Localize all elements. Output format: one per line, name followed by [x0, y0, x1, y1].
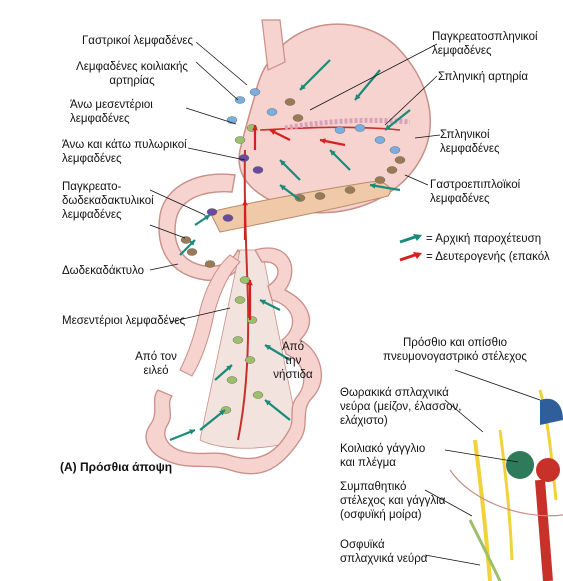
drainage-arrowhead: [247, 280, 253, 286]
drainage-arrowhead: [252, 125, 258, 131]
lymph-node: [294, 194, 306, 202]
label-duodenum: Δωδεκαδάκτυλο: [62, 265, 145, 277]
lymph-node: [284, 98, 296, 106]
drainage-arrowhead: [189, 240, 195, 246]
drainage-arrowhead: [265, 345, 271, 351]
drainage-arrowhead: [280, 185, 286, 191]
lymph-node: [244, 356, 256, 364]
drainage-arrow: [199, 409, 226, 431]
vertebra-blue: [540, 398, 563, 425]
primary-arrow-icon: [399, 234, 422, 244]
lymph-node: [206, 208, 218, 216]
lymph-node: [394, 156, 406, 164]
label-mesenteric-nodes: Μεσεντέριοι λεμφαδένες: [62, 315, 186, 327]
lymph-node: [334, 126, 346, 134]
leader-lines: [149, 41, 541, 566]
figure-caption: (A) Πρόσθια άποψη: [60, 460, 173, 474]
aorta-column: [535, 479, 553, 581]
drainage-arrowhead: [370, 183, 376, 189]
lymph-node: [239, 276, 251, 284]
secondary-arrow-icon: [399, 252, 422, 262]
drainage-arrowhead: [385, 124, 391, 130]
lymph-node: [252, 166, 264, 174]
drainage-arrowhead: [330, 150, 336, 156]
drainage-arrowhead: [270, 129, 276, 135]
splenic-artery-band: [284, 117, 411, 131]
drainage-arrow: [384, 109, 411, 131]
lymph-node: [246, 316, 258, 324]
lymph-node: [314, 192, 326, 200]
thoracic-nerve-1: [473, 439, 492, 581]
lymph-node: [374, 136, 386, 144]
legend-primary: = Αρχική παροχέτευση: [398, 232, 541, 246]
aorta-bottom: [536, 458, 560, 482]
drainage-arrowhead: [320, 138, 326, 144]
drainage-arrow: [299, 59, 331, 91]
lymph-node: [222, 214, 234, 222]
label-splenic-artery: Σπληνική αρτηρία: [438, 71, 528, 83]
lymph-node: [374, 176, 386, 184]
lymph-node: [344, 186, 356, 194]
small-intestine: [145, 247, 322, 475]
drainage-arrowhead: [280, 160, 286, 166]
lymph-node: [234, 136, 246, 144]
drainage-arrowhead: [226, 365, 232, 371]
splenic-vessel: [259, 126, 401, 131]
lymph-node: [204, 260, 216, 268]
lymph-node: [180, 236, 192, 244]
drainage-arrowhead: [189, 429, 195, 435]
lymph-node: [226, 376, 238, 384]
lymph-node: [238, 154, 250, 162]
superior-mesenteric-vessel: [237, 149, 250, 441]
lymph-node: [249, 88, 261, 96]
drainage-arrowhead: [204, 215, 210, 221]
drainage-arrowhead: [242, 200, 248, 206]
lymph-node: [386, 166, 398, 174]
celiac-ganglion: [506, 451, 534, 479]
drainage-arrowhead: [219, 410, 225, 416]
drainage-arrowhead: [300, 84, 306, 90]
drainage-arrowhead: [265, 400, 271, 406]
lymph-node: [234, 296, 246, 304]
lymph-node: [389, 146, 401, 154]
lymph-node: [292, 114, 304, 122]
lymph-node: [266, 108, 278, 116]
legend-secondary: = Δευτερογενής (επακόλ: [398, 250, 550, 264]
drainage-arrows: [169, 59, 411, 442]
drainage-arrowhead: [355, 94, 361, 100]
thoracic-nerve-2: [498, 429, 514, 561]
drainage-arrow: [264, 399, 291, 421]
sympathetic-chain: [468, 519, 502, 581]
drainage-arrow: [354, 69, 381, 101]
sacral-outline: [449, 469, 563, 517]
lymph-node: [252, 391, 264, 399]
drainage-arrowhead: [260, 299, 266, 305]
lymph-node: [234, 96, 246, 104]
lymph-node: [354, 124, 366, 132]
label-gastric-nodes: Γαστρικοί λεμφαδένες: [81, 35, 193, 47]
ileum-loop: [179, 254, 241, 377]
lymph-node: [232, 336, 244, 344]
esophagus: [261, 19, 286, 71]
lymph-node: [186, 248, 198, 256]
